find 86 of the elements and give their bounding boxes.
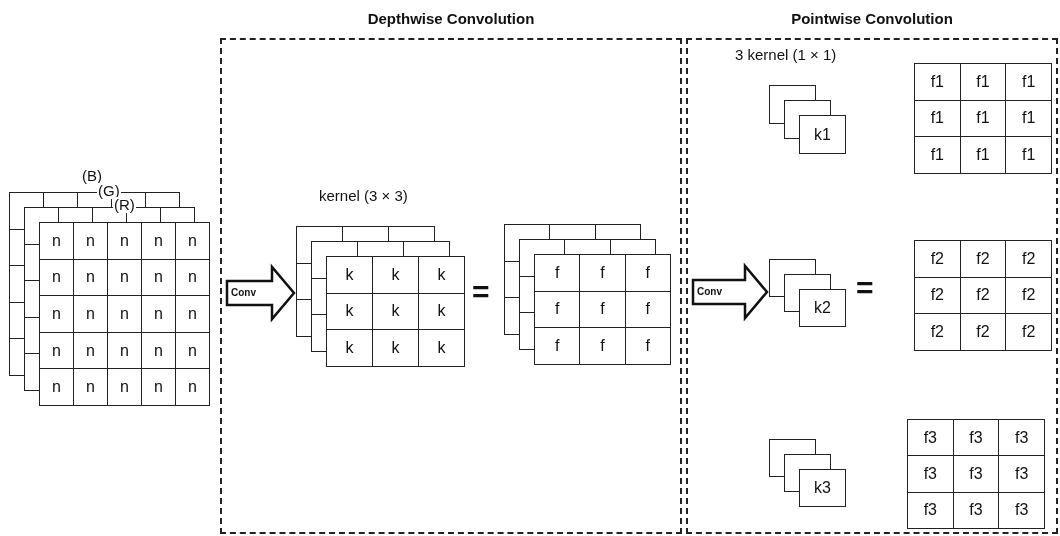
matrix-cell: f (625, 255, 671, 292)
caption-text: (R) (113, 197, 136, 213)
matrix-cell: f3 (953, 456, 1000, 493)
matrix-cell: f1 (915, 137, 961, 174)
matrix-cell: n (108, 259, 142, 297)
block-arrow (225, 263, 296, 323)
matrix-cell: k (419, 330, 465, 367)
matrix-cell: f1 (915, 100, 961, 138)
matrix-cell: n (40, 296, 74, 333)
matrix-cell: n (142, 296, 176, 333)
kernel-square: k3 (799, 469, 846, 507)
matrix-cell: n (74, 332, 108, 370)
caption-text: (G) (97, 183, 121, 199)
matrix-cell: f1 (1006, 137, 1052, 174)
matrix-cell: n (74, 369, 108, 406)
matrix-cell: f (580, 291, 626, 329)
matrix-cell: n (176, 259, 210, 297)
matrix-cell: k (327, 257, 373, 294)
matrix-cell: f (580, 255, 626, 292)
matrix-cell: n (108, 332, 142, 370)
matrix-cell: n (176, 332, 210, 370)
matrix-cell: f1 (960, 64, 1007, 101)
matrix-cell: f (535, 255, 581, 292)
panel-title: Pointwise Convolution (790, 10, 954, 27)
caption-text: (B) (82, 168, 102, 184)
matrix-cell: n (108, 296, 142, 333)
matrix-cell: n (142, 223, 176, 260)
matrix-cell: k (327, 293, 373, 331)
matrix-cell: k (373, 293, 419, 331)
matrix-cell: f1 (1006, 64, 1052, 101)
matrix-cell: f (535, 291, 581, 329)
matrix-cell: n (108, 369, 142, 406)
matrix-cell: k (419, 257, 465, 294)
matrix-cell: n (40, 369, 74, 406)
matrix-cell: n (40, 332, 74, 370)
matrix-cell: f (625, 328, 671, 365)
matrix-cell: f2 (960, 314, 1007, 351)
matrix-cell: n (40, 259, 74, 297)
matrix-cell: n (108, 223, 142, 260)
edge-label: Conv (697, 285, 722, 299)
kernel-square: k1 (799, 115, 846, 154)
matrix-cell: n (74, 259, 108, 297)
matrix-cell: n (142, 369, 176, 406)
matrix-cell: k (419, 293, 465, 331)
matrix-cell: f2 (1006, 314, 1052, 351)
matrix-cell: f2 (960, 277, 1007, 315)
matrix-cell: f2 (960, 241, 1007, 278)
matrix-cell: f2 (915, 314, 961, 351)
matrix-cell: f3 (999, 492, 1045, 529)
matrix-cell: f (580, 328, 626, 365)
caption-text: kernel (3 × 3) (319, 188, 408, 204)
matrix-cell: f3 (908, 492, 954, 529)
matrix-cell: f (535, 328, 581, 365)
matrix-cell: k (327, 330, 373, 367)
matrix-cell: k (373, 257, 419, 294)
block-arrow (691, 262, 769, 322)
matrix-cell: n (176, 369, 210, 406)
matrix-cell: n (74, 296, 108, 333)
edge-label: Conv (231, 286, 256, 300)
matrix-cell: n (74, 223, 108, 260)
matrix-cell: f1 (1006, 100, 1052, 138)
matrix-cell: f3 (953, 492, 1000, 529)
panel-title: Depthwise Convolution (366, 10, 536, 27)
matrix-cell: f2 (1006, 241, 1052, 278)
matrix-cell: f3 (908, 456, 954, 493)
matrix-cell: f3 (908, 420, 954, 457)
caption-text: 3 kernel (1 × 1) (735, 47, 837, 63)
matrix-cell: f2 (915, 241, 961, 278)
equals-sign: = (472, 277, 490, 307)
matrix-cell: f1 (960, 137, 1007, 174)
matrix-cell: k (373, 330, 419, 367)
matrix-cell: f3 (953, 420, 1000, 457)
matrix-cell: n (142, 332, 176, 370)
matrix-cell: n (176, 296, 210, 333)
matrix-cell: f1 (915, 64, 961, 101)
matrix-cell: f2 (1006, 277, 1052, 315)
matrix-cell: f3 (999, 456, 1045, 493)
kernel-square: k2 (799, 289, 846, 327)
matrix-cell: f (625, 291, 671, 329)
equals-sign: = (856, 273, 874, 303)
matrix-cell: f2 (915, 277, 961, 315)
matrix-cell: f3 (999, 420, 1045, 457)
matrix-cell: n (142, 259, 176, 297)
matrix-cell: n (176, 223, 210, 260)
matrix-cell: f1 (960, 100, 1007, 138)
matrix-cell: n (40, 223, 74, 260)
